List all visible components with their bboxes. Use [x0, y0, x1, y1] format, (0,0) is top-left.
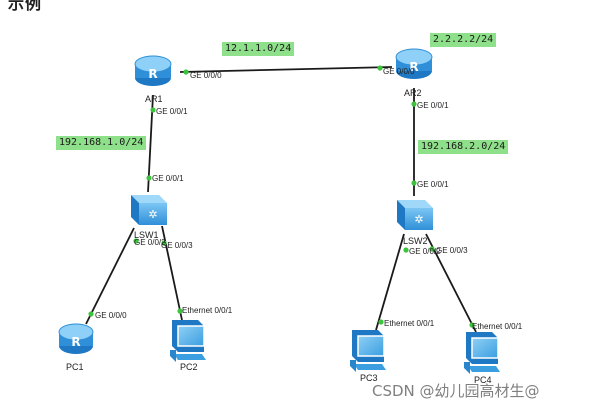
svg-text:✲: ✲ [414, 213, 423, 226]
subnet-label-ar1-lsw1: 192.168.1.0/24 [56, 136, 147, 150]
device-name-pc1: PC1 [66, 362, 84, 372]
link-lsw2-pc3 [375, 233, 405, 331]
port-label-ar2-ge000: GE 0/0/0 [383, 67, 415, 76]
device-name-pc2: PC2 [180, 362, 198, 372]
watermark-text: CSDN @幼儿园高材生@ [372, 382, 540, 400]
port-label-pc3-eth001: Ethernet 0/0/1 [384, 319, 435, 328]
device-name-ar2: AR2 [404, 88, 422, 98]
router-icon[interactable]: R [395, 48, 433, 79]
port-dot [429, 246, 435, 252]
svg-text:R: R [148, 67, 157, 81]
port-dot [161, 240, 167, 246]
link-lsw1-pc1 [85, 227, 135, 325]
port-label-lsw2-ge001: GE 0/0/1 [417, 180, 449, 189]
port-dot [150, 107, 156, 113]
svg-text:R: R [71, 335, 80, 349]
subnet-label-ar2-loopback: 2.2.2.2/24 [430, 33, 497, 47]
device-name-pc4: PC4 [474, 375, 492, 385]
port-dot [403, 247, 409, 253]
device-name-ar1: AR1 [145, 94, 163, 104]
port-label-ar1-ge000: GE 0/0/0 [190, 71, 222, 80]
subnet-label-ar1-ar2: 12.1.1.0/24 [222, 42, 295, 56]
device-name-pc3: PC3 [360, 373, 378, 383]
router-icon[interactable]: R [134, 55, 172, 86]
port-label-lsw1-ge002: GE 0/0/2 [134, 238, 166, 247]
subnet-label-ar2-lsw2: 192.168.2.0/24 [418, 140, 509, 154]
port-dot [183, 69, 189, 75]
port-label-lsw1-ge001: GE 0/0/1 [152, 174, 184, 183]
pc-icon[interactable] [350, 330, 386, 372]
port-label-lsw2-ge002: GE 0/0/2 [409, 247, 441, 256]
port-dot [177, 308, 183, 314]
port-label-ar2-ge001: GE 0/0/1 [417, 101, 449, 110]
port-dot [133, 238, 139, 244]
port-label-pc4-eth001: Ethernet 0/0/1 [472, 322, 523, 331]
diagram-title: 示例 [8, 0, 43, 13]
link-ar1-ar2 [179, 66, 393, 73]
port-dot [411, 180, 417, 186]
port-dot [377, 65, 383, 71]
links [85, 66, 477, 333]
device-name-lsw1: LSW1 [134, 230, 159, 240]
port-dot [469, 322, 475, 328]
port-dots [88, 65, 475, 328]
pc-icon[interactable] [464, 332, 500, 374]
port-label-pc1-ge000: GE 0/0/0 [95, 311, 127, 320]
port-dot [146, 175, 152, 181]
port-label-ar1-ge001: GE 0/0/1 [156, 107, 188, 116]
switch-icon[interactable]: ✲ [397, 200, 433, 230]
device-name-lsw2: LSW2 [403, 236, 428, 246]
port-label-lsw2-ge003: GE 0/0/3 [436, 246, 468, 255]
switch-icon[interactable]: ✲ [131, 195, 167, 225]
link-lsw2-pc4 [425, 233, 477, 333]
port-label-lsw1-ge003: GE 0/0/3 [161, 241, 193, 250]
svg-text:R: R [409, 60, 418, 74]
pc-icon[interactable] [170, 320, 206, 362]
svg-text:✲: ✲ [148, 208, 157, 221]
port-dot [378, 319, 384, 325]
port-dot [411, 101, 417, 107]
port-dot [88, 311, 94, 317]
router-icon[interactable]: R [58, 323, 94, 354]
port-label-pc2-eth001: Ethernet 0/0/1 [182, 306, 233, 315]
